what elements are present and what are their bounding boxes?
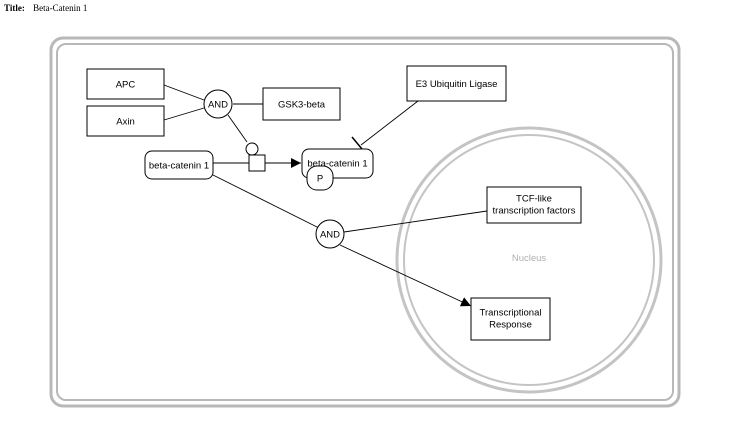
edge-and2-response xyxy=(339,244,472,307)
and-bottom-label: AND xyxy=(320,230,340,241)
gsk3-beta-node[interactable]: GSK3-beta xyxy=(262,87,341,121)
phospho-label: P xyxy=(317,174,323,185)
tcf-label-line1: TCF-like xyxy=(516,194,552,205)
inhibition-bar xyxy=(351,136,363,150)
tcf-node[interactable]: TCF-like transcription factors xyxy=(486,186,582,224)
edge-apc-and xyxy=(163,84,205,101)
and-top-label: AND xyxy=(208,100,228,111)
beta-catenin-p-label: beta-catenin 1 xyxy=(307,159,367,170)
e3-ligase-label: E3 Ubiquitin Ligase xyxy=(416,79,498,90)
cell-compartment[interactable] xyxy=(49,36,681,408)
apc-label: APC xyxy=(116,80,136,91)
edge-axin-and xyxy=(163,107,205,121)
phospho-badge xyxy=(306,165,334,191)
nucleus-label: Nucleus xyxy=(512,253,547,264)
gsk3-beta-label: GSK3-beta xyxy=(278,100,326,111)
apc-node[interactable]: APC xyxy=(86,68,165,100)
axin-node[interactable]: Axin xyxy=(86,105,165,137)
diagram-title: Title: Beta-Catenin 1 xyxy=(4,3,87,13)
and-gate-bottom[interactable]: AND xyxy=(315,219,345,249)
catalysis-circle xyxy=(245,142,259,156)
title-label: Title: xyxy=(4,3,25,13)
title-text: Beta-Catenin 1 xyxy=(33,3,88,13)
beta-catenin-node[interactable]: beta-catenin 1 xyxy=(144,150,214,180)
edges xyxy=(163,84,488,307)
transcriptional-response-node[interactable]: Transcriptional Response xyxy=(470,297,551,341)
beta-catenin-label: beta-catenin 1 xyxy=(149,161,209,172)
edge-e3-inhibit xyxy=(360,100,419,146)
beta-catenin-p-node[interactable]: beta-catenin 1 P xyxy=(301,148,374,191)
edge-tcf-and2 xyxy=(343,210,488,233)
process-node[interactable] xyxy=(248,154,266,172)
response-label-line1: Transcriptional xyxy=(480,308,542,319)
e3-ligase-node[interactable]: E3 Ubiquitin Ligase xyxy=(406,65,507,102)
edge-bcat-and2 xyxy=(212,174,320,229)
nucleus-compartment[interactable]: Nucleus xyxy=(395,126,663,394)
response-label-line2: Response xyxy=(489,320,532,331)
axin-label: Axin xyxy=(116,117,134,128)
and-gate-top[interactable]: AND xyxy=(203,89,233,119)
tcf-label-line2: transcription factors xyxy=(493,206,576,217)
edge-and-catalysis xyxy=(227,114,248,143)
